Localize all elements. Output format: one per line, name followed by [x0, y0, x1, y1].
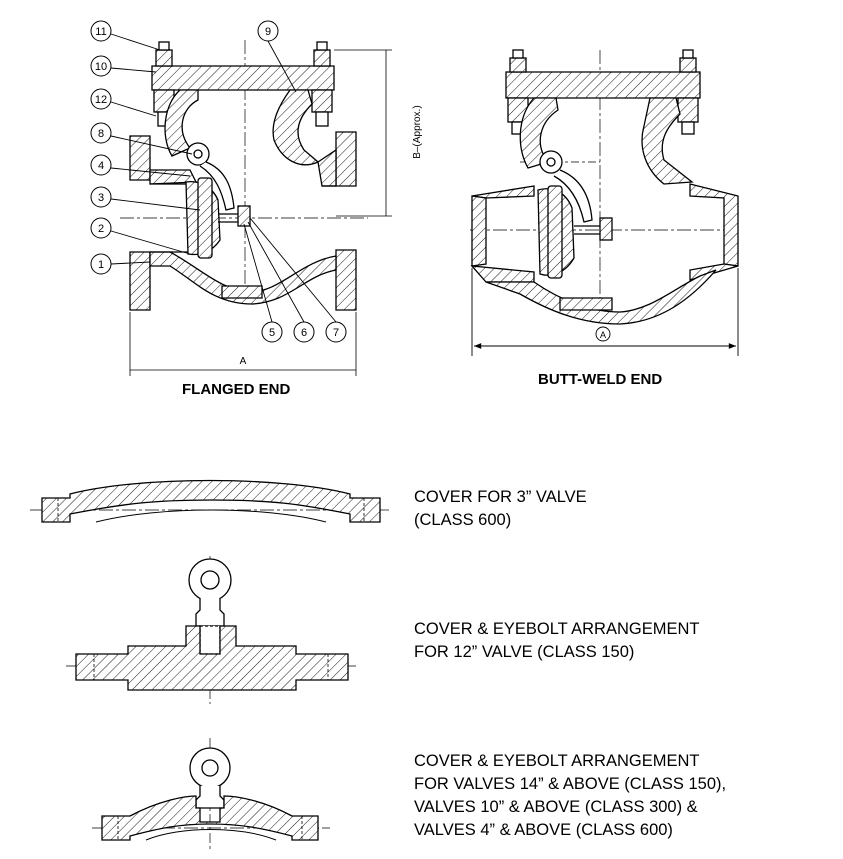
caption-line: COVER & EYEBOLT ARRANGEMENT	[414, 752, 700, 770]
callout-11: 11	[95, 26, 106, 38]
caption-line: (CLASS 600)	[414, 511, 512, 529]
callout-2: 2	[98, 223, 104, 235]
callout-3: 3	[98, 192, 104, 204]
callout-bubbles	[90, 20, 347, 343]
callout-5: 5	[269, 327, 275, 339]
buttweld-dim-a: A	[600, 330, 606, 340]
buttweld-end-title: BUTT-WELD END	[538, 371, 663, 388]
cover-14in-drawing	[92, 738, 330, 852]
cover-3in-drawing	[30, 479, 392, 523]
callout-6: 6	[301, 327, 307, 339]
cover-part	[151, 65, 335, 91]
buttweld-dimensions	[471, 268, 739, 356]
flanged-dim-b: B–(Approx.)	[412, 105, 423, 158]
callout-9: 9	[265, 26, 271, 38]
callout-7: 7	[333, 327, 339, 339]
cover-14in-caption: COVER & EYEBOLT ARRANGEMENT FOR VALVES 1…	[414, 750, 726, 842]
callout-8: 8	[98, 128, 104, 140]
callout-10: 10	[95, 61, 107, 73]
flanged-dimensions	[129, 49, 392, 376]
cover-12in-caption: COVER & EYEBOLT ARRANGEMENT FOR 12” VALV…	[414, 618, 699, 664]
caption-line: VALVES 4” & ABOVE (CLASS 600)	[414, 821, 673, 839]
callout-12: 12	[95, 94, 107, 106]
stud-right	[313, 49, 331, 67]
flanged-end-title: FLANGED END	[182, 381, 291, 398]
caption-line: FOR 12” VALVE (CLASS 150)	[414, 643, 635, 661]
flanged-dim-a: A	[240, 356, 247, 367]
cover-12in-drawing	[66, 556, 356, 704]
caption-line: COVER & EYEBOLT ARRANGEMENT	[414, 620, 700, 638]
caption-line: VALVES 10” & ABOVE (CLASS 300) &	[414, 798, 698, 816]
caption-line: COVER FOR 3” VALVE	[414, 488, 587, 506]
callout-numbers: 11 10 12 8 4 3 2 1 9 5 6 7	[95, 26, 339, 339]
callout-4: 4	[98, 160, 104, 172]
cover-3in-caption: COVER FOR 3” VALVE (CLASS 600)	[414, 486, 587, 532]
buttweld-end-view	[470, 49, 740, 325]
caption-line: FOR VALVES 14” & ABOVE (CLASS 150),	[414, 775, 727, 793]
stud-left	[155, 49, 173, 67]
callout-1: 1	[98, 259, 104, 271]
flanged-end-view	[120, 40, 368, 311]
